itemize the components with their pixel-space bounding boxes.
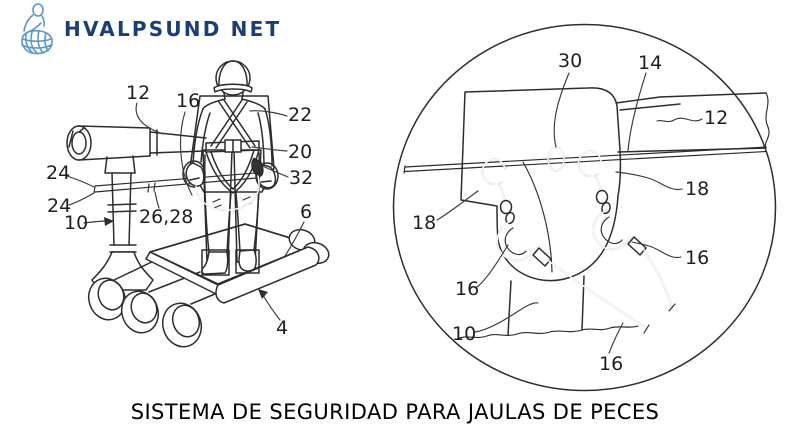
detail-circle — [392, 23, 777, 392]
worker-figure — [182, 60, 279, 276]
ref-label-dt-30: 30 — [558, 50, 583, 72]
ref-label-dt-18-left: 18 — [412, 212, 437, 234]
floating-platform — [87, 223, 330, 348]
ref-label-dt-18-right: 18 — [685, 178, 710, 200]
rail-break — [764, 92, 770, 149]
frame-front — [215, 246, 320, 304]
ferrule-right — [627, 236, 647, 256]
ref-label-ov-32: 32 — [289, 167, 314, 189]
ref-label-dt-16-right: 16 — [685, 247, 710, 269]
helmet — [218, 60, 248, 89]
shoulders — [202, 98, 266, 110]
ref-label-ov-16: 16 — [176, 90, 201, 112]
harness-straps — [205, 99, 264, 194]
ref-label-ov-26-28: 26,28 — [139, 206, 194, 228]
leader-lines-overview — [66, 102, 305, 321]
caption: SISTEMA DE SEGURIDAD PARA JAULAS DE PECE… — [130, 400, 660, 424]
right-arm — [257, 108, 273, 167]
logo-text: HVALPSUND NET — [64, 17, 282, 41]
ref-label-dt-16-bottom: 16 — [599, 353, 624, 375]
helmet-brim — [213, 83, 253, 93]
ref-label-ov-4: 4 — [276, 317, 289, 339]
carabiner-left — [481, 158, 515, 225]
rope-left — [548, 260, 650, 334]
lanyard-rope — [195, 175, 260, 211]
ferrule-left — [532, 247, 552, 267]
safety-wires — [93, 171, 269, 194]
rope-right — [643, 249, 676, 312]
post-sides — [507, 275, 585, 336]
right-boot — [238, 249, 257, 272]
logo: HVALPSUND NET — [18, 3, 281, 55]
break-line — [456, 325, 639, 340]
ref-label-dt-14: 14 — [638, 52, 663, 74]
carabiner-right — [577, 150, 611, 215]
rail — [615, 92, 770, 153]
ref-label-ov-20: 20 — [288, 141, 313, 163]
ref-label-ov-12: 12 — [126, 82, 151, 104]
ref-label-ov-6: 6 — [300, 201, 313, 223]
ref-label-dt-10: 10 — [452, 323, 477, 345]
net-mender-icon — [21, 3, 53, 55]
ref-label-ov-10: 10 — [64, 212, 89, 234]
wire — [403, 146, 767, 174]
leader-lines-detail — [436, 72, 703, 354]
detail-figure — [392, 23, 777, 392]
left-arm — [192, 108, 211, 165]
ref-label-ov-24-lower: 24 — [47, 195, 72, 217]
left-glove — [185, 162, 205, 187]
ref-label-ov-24-upper: 24 — [46, 162, 71, 184]
panel-and-post — [456, 87, 639, 340]
ref-label-ov-22: 22 — [288, 104, 313, 126]
ref-label-dt-16-left: 16 — [455, 278, 480, 300]
wire-clamp — [147, 182, 156, 193]
ref-label-dt-12: 12 — [704, 107, 729, 129]
left-boot — [201, 251, 229, 275]
overview-figure — [66, 60, 330, 348]
